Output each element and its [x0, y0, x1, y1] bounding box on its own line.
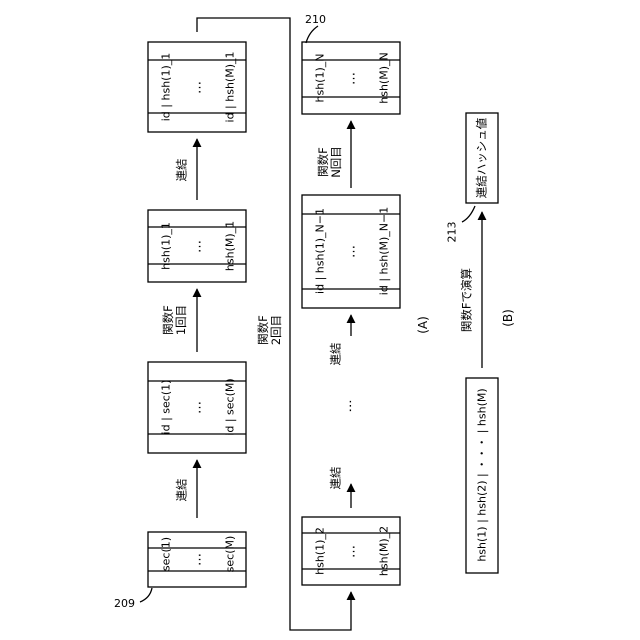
cell-hsh-n-ellipsis: …: [345, 71, 358, 85]
label-func-1-line2: 1回目: [175, 305, 188, 335]
vertical-ellipsis: ⋮: [344, 396, 358, 416]
concat-string-text: hsh(1) | hsh(2) | ・・・ | hsh(M): [477, 388, 488, 561]
label-func-2: 関数F 2回目: [257, 315, 283, 345]
cell-hsh-1-m: hsh(M)_1: [225, 221, 236, 271]
cell-hsh-1-1: hsh(1)_1: [161, 222, 172, 270]
label-concat-3: 連結: [330, 467, 342, 490]
cell-id-hsh-n1-ellipsis: …: [345, 244, 358, 258]
ref-213: 213: [447, 222, 458, 243]
label-func-n: 関数F N回目: [317, 146, 343, 178]
cell-id-hsh-1-m: id | hsh(M)_1: [225, 52, 236, 123]
cell-id-hsh-1-ellipsis: …: [191, 80, 204, 94]
label-concat-2: 連結: [176, 159, 188, 182]
cell-id-hsh-1-1: id | hsh(1)_1: [161, 53, 172, 122]
label-func-1: 関数F 1回目: [162, 305, 188, 335]
cell-id-hsh-n1-m: id | hsh(M)_N−1: [379, 207, 390, 295]
cell-id-sec-ellipsis: …: [191, 400, 204, 414]
label-func-2-line2: 2回目: [270, 315, 283, 345]
label-concat-4: 連結: [330, 343, 342, 366]
leader-213: [462, 206, 475, 222]
cell-hsh-2-ellipsis: …: [345, 544, 358, 558]
label-func-n-line2: N回目: [330, 146, 343, 178]
cell-sec-m: sec(M): [225, 536, 236, 573]
label-concat-1: 連結: [176, 479, 188, 502]
ref-210: 210: [305, 14, 326, 25]
cell-id-sec-m: id | sec(M): [225, 378, 236, 435]
cell-hsh-1-ellipsis: …: [191, 239, 204, 253]
concat-hash-text: 連結ハッシュ値: [476, 118, 488, 199]
cell-sec-1: sec(1): [161, 537, 172, 571]
cell-hsh-n-m: hsh(M)_N: [379, 52, 390, 103]
cell-id-hsh-n1-1: id | hsh(1)_N−1: [315, 208, 326, 294]
cell-hsh-2-m: hsh(M)_2: [379, 526, 390, 576]
cell-sec-ellipsis: …: [191, 552, 204, 566]
cell-hsh-n-1: hsh(1)_N: [315, 54, 326, 103]
cell-hsh-2-1: hsh(1)_2: [315, 527, 326, 575]
leader-210: [306, 26, 318, 43]
label-part-a: (A): [417, 316, 429, 334]
cell-id-sec-1: id | sec(1): [161, 380, 172, 435]
ref-209: 209: [114, 598, 135, 609]
leader-209: [140, 588, 152, 602]
label-part-b: (B): [502, 309, 514, 327]
label-compute: 関数Fで演算: [461, 268, 473, 332]
